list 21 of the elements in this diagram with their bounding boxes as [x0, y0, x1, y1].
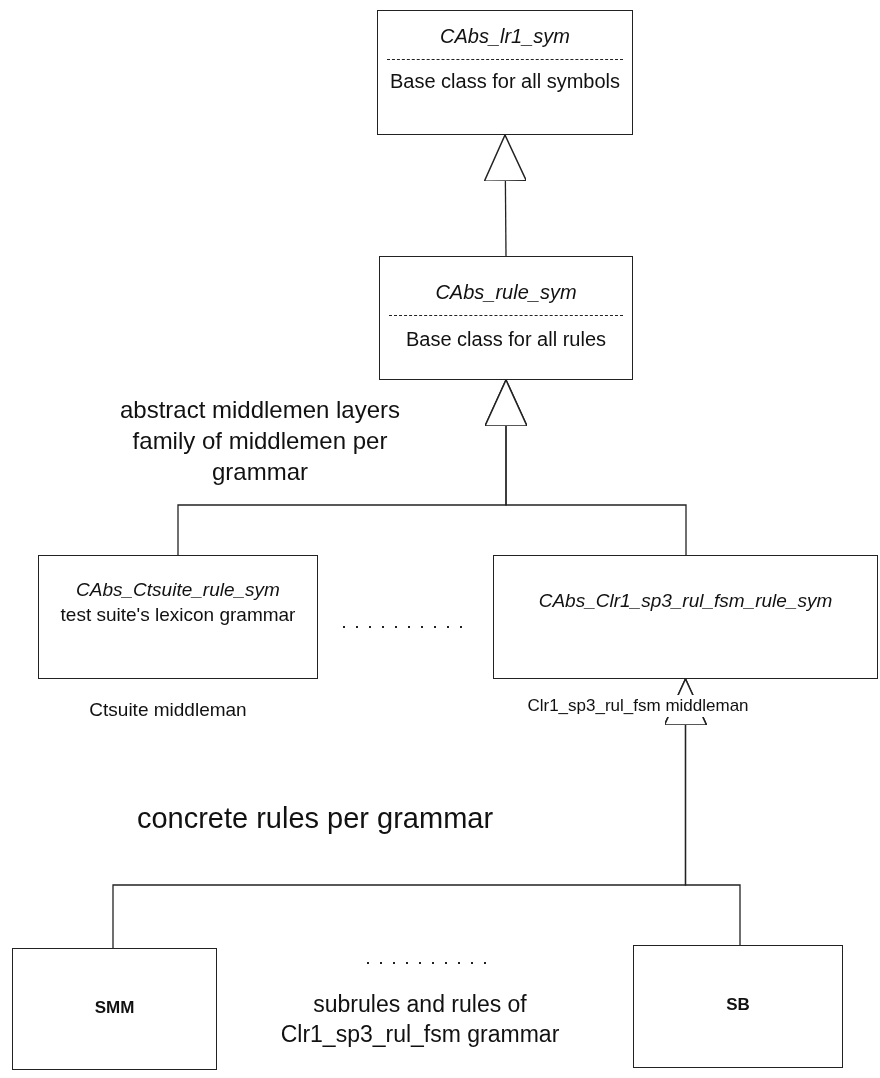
- annotation-text: subrules and rules of Clr1_sp3_rul_fsm grammar: [279, 990, 561, 1049]
- class-description: Base class for all symbols: [388, 69, 622, 94]
- inheritance-arrow: [484, 379, 687, 556]
- annotation-text: concrete rules per grammar: [135, 801, 495, 836]
- class-name: CAbs_rule_sym: [389, 257, 623, 316]
- class-box: [12, 948, 217, 1070]
- class-name: CAbs_Clr1_sp3_rul_fsm_rule_sym: [537, 589, 834, 613]
- class-name: SB: [725, 994, 751, 1016]
- class-box: [493, 555, 878, 679]
- class-name: CAbs_lr1_sym: [387, 11, 623, 60]
- class-box: [379, 256, 633, 380]
- inheritance-arrow: [663, 678, 741, 946]
- class-name: CAbs_Ctsuite_rule_sym: [75, 578, 281, 602]
- class-description: test suite's lexicon grammar: [59, 602, 297, 627]
- class-box: [377, 10, 633, 135]
- class-box: [633, 945, 843, 1068]
- class-name: SMM: [93, 997, 136, 1019]
- inheritance-arrow: [483, 134, 528, 257]
- class-box: [38, 555, 318, 679]
- annotation-text: abstract middlemen layers family of middlemen per grammar: [118, 395, 402, 488]
- class-description: Base class for all rules: [404, 327, 608, 352]
